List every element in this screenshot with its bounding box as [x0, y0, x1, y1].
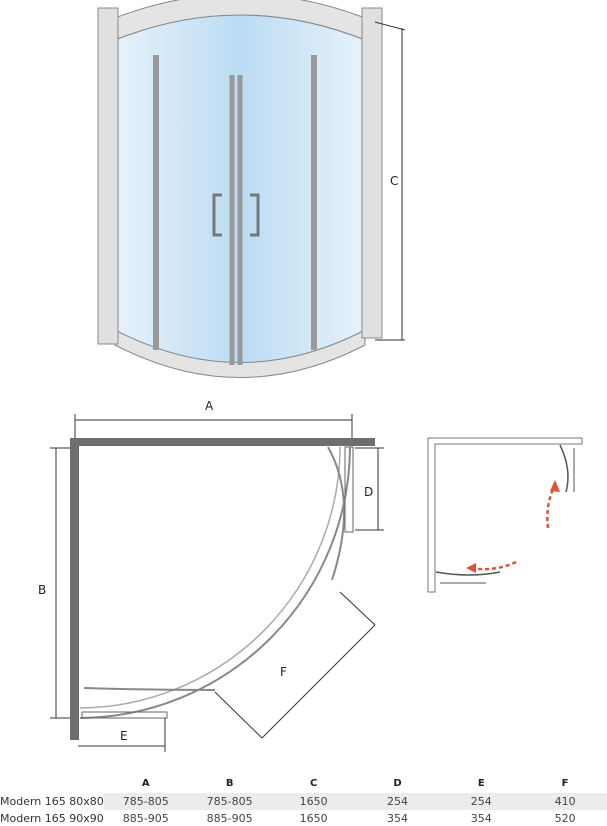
table-header: A B C D E F [0, 774, 607, 793]
swing-arrow-icon [546, 484, 557, 529]
dim-label-b: B [38, 583, 46, 597]
dim-label-d: D [364, 485, 373, 499]
col-header: D [393, 778, 402, 789]
door-handle-right [250, 193, 260, 237]
cell: 354 [387, 812, 409, 825]
cell: 1650 [299, 812, 328, 825]
swing-arrow-icon [469, 560, 517, 571]
door-handle-left [212, 193, 222, 237]
col-header: B [225, 778, 234, 789]
col-header: C [309, 778, 318, 789]
cell: 354 [470, 812, 492, 825]
cell: 785-805 [103, 793, 188, 810]
cell: 520 [554, 812, 576, 825]
cell: 885-905 [206, 812, 253, 825]
cell: 1650 [271, 793, 356, 810]
col-header: A [141, 778, 150, 789]
dimensions-table: A B C D E F Modern 165 80x80 785-805 785… [0, 774, 607, 826]
dim-label-e: E [120, 729, 128, 743]
cell: 254 [439, 793, 524, 810]
dim-label-a: A [205, 399, 214, 413]
cell: 410 [523, 793, 607, 810]
opening-diagram [427, 437, 583, 593]
cell: 785-805 [187, 793, 272, 810]
model-name: Modern 165 90x90 [0, 812, 104, 825]
dim-label-f: F [280, 665, 287, 679]
table-row: Modern 165 80x80 785-805 785-805 1650 25… [0, 793, 607, 810]
cell: 885-905 [122, 812, 169, 825]
col-header: F [561, 778, 569, 789]
cell: 254 [355, 793, 440, 810]
dim-label-c: C [390, 174, 398, 188]
plan-view [70, 438, 375, 740]
col-header: E [477, 778, 485, 789]
model-name: Modern 165 80x80 [0, 795, 104, 808]
enclosure-render [97, 0, 383, 378]
table-row: Modern 165 90x90 885-905 885-905 1650 35… [0, 810, 607, 826]
